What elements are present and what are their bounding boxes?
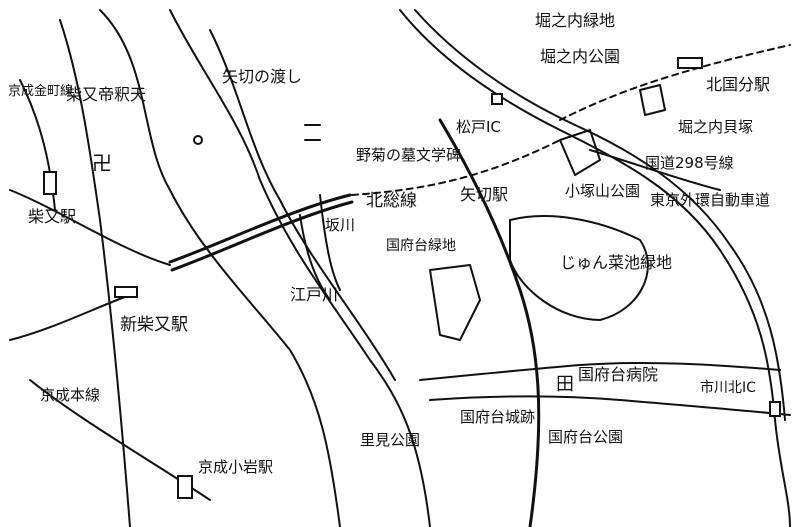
label-matsudo-ic: 松戸IC xyxy=(456,118,501,136)
west-river-edge xyxy=(59,19,131,527)
shibamata-station-marker xyxy=(43,171,57,195)
label-horinouchi-koen: 堀之内公園 xyxy=(540,47,620,66)
kozukayama-park-outline xyxy=(559,129,601,176)
kokufudai-ryokuchi-outline xyxy=(429,264,481,341)
gaikan-road-2 xyxy=(414,9,786,421)
label-horinouchi-ryokuchi: 堀之内緑地 xyxy=(535,11,615,30)
label-route-298: 国道298号線 xyxy=(645,154,734,172)
label-edogawa: 江戸川 xyxy=(290,285,338,304)
sakagawa-river-2 xyxy=(319,194,341,291)
label-keisei-kanamachi-line: 京成金町線 xyxy=(8,83,73,99)
label-yagiri-watashi: 矢切の渡し xyxy=(222,67,302,86)
junsai-ike-outline xyxy=(509,215,649,321)
label-sakagawa: 坂川 xyxy=(325,216,355,234)
label-kokufudai-castle-ruins: 国府台城跡 xyxy=(460,408,535,426)
label-kokufudai-koen: 国府台公園 xyxy=(548,428,623,446)
label-gaikan: 東京外環自動車道 xyxy=(650,191,770,209)
yagiri-watashi-marker xyxy=(193,135,203,145)
label-shibamata-taishakuten: 柴又帝釈天 xyxy=(66,85,146,104)
label-kokufudai-ryokuchi: 国府台緑地 xyxy=(386,238,456,254)
gaikan-road xyxy=(399,9,791,527)
label-junsai-ike-ryokuchi: じゅん菜池緑地 xyxy=(560,253,672,272)
shin-shibamata-station-marker xyxy=(114,286,138,298)
horinouchi-koen-outline xyxy=(639,84,666,116)
hokuso-line-dashed xyxy=(351,139,561,196)
hokuso-line-track-b xyxy=(170,200,354,272)
ichikawa-kita-ic-marker xyxy=(769,401,781,417)
shibamata-line xyxy=(9,189,171,266)
road-kokufudai xyxy=(419,361,781,381)
label-kita-kokubun-station: 北国分駅 xyxy=(706,75,770,94)
sakagawa-river xyxy=(299,214,331,301)
label-horinouchi-kaizuka: 堀之内貝塚 xyxy=(678,118,753,136)
edogawa-east-bank xyxy=(169,9,431,527)
label-kokufudai-hospital: 国府台病院 xyxy=(578,365,658,384)
label-satomi-koen: 里見公園 xyxy=(360,431,420,449)
bridge-mark xyxy=(304,124,321,141)
label-yagiri-station: 矢切駅 xyxy=(460,185,508,204)
route-298 xyxy=(589,149,721,191)
temple-symbol: 卍 xyxy=(92,151,112,175)
hokuso-line-track-a xyxy=(168,193,352,264)
matsudo-ic-marker xyxy=(491,93,503,105)
road-castle xyxy=(429,395,791,416)
kita-kokubun-line xyxy=(559,44,791,121)
label-keisei-koiwa-station: 京成小岩駅 xyxy=(198,458,273,476)
label-shibamata-station: 柴又駅 xyxy=(28,207,76,226)
label-kozukayama-koen: 小塚山公園 xyxy=(565,182,640,200)
label-hokuso-line: 北総線 xyxy=(366,191,417,211)
main-road xyxy=(438,118,541,527)
label-nogiku-monument: 野菊の墓文学碑 xyxy=(356,146,461,164)
label-keisei-main-line: 京成本線 xyxy=(40,386,100,404)
label-ichikawa-kita-ic: 市川北IC xyxy=(700,379,756,396)
kita-kokubun-station-marker xyxy=(677,57,703,69)
edogawa-west-bank xyxy=(99,9,341,527)
label-shin-shibamata-station: 新柴又駅 xyxy=(120,315,188,335)
edogawa-inner-line xyxy=(209,29,396,381)
hospital-symbol: 田 xyxy=(556,374,574,395)
shin-shibamata-west-line xyxy=(9,294,131,341)
keisei-koiwa-station-marker xyxy=(177,475,193,499)
